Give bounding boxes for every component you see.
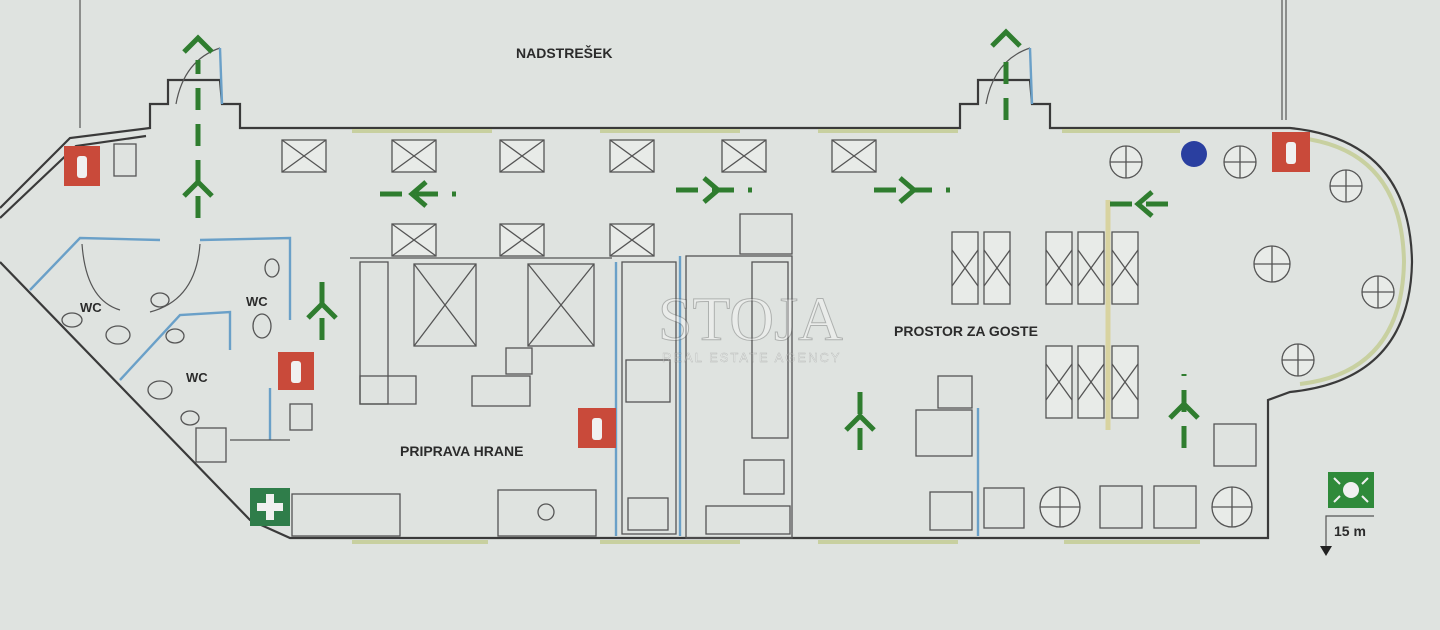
fire-extinguisher-icon xyxy=(64,146,100,186)
first-aid-icon xyxy=(250,488,290,526)
exit-route-arrows xyxy=(182,28,1200,450)
wc-label: WC xyxy=(186,370,208,385)
entrance-doors xyxy=(175,47,1034,105)
watermark-brand: STOJA xyxy=(658,286,843,354)
exit-arrow-icon xyxy=(990,28,1022,48)
assembly-direction-arrow xyxy=(1320,515,1374,556)
exit-arrow-icon xyxy=(182,178,214,198)
building-walls xyxy=(0,78,1414,544)
wc-label: WC xyxy=(246,294,268,309)
wc-block xyxy=(29,143,313,463)
wc-label: WC xyxy=(80,300,102,315)
food-prep-label: PRIPRAVA HRANE xyxy=(400,443,523,459)
exit-arrow-icon xyxy=(182,34,214,54)
assembly-distance-label: 15 m xyxy=(1334,523,1366,539)
kitchen-area xyxy=(291,213,793,539)
exit-arrow-icon xyxy=(408,180,428,208)
watermark-tagline: REAL ESTATE AGENCY xyxy=(662,350,842,365)
assembly-point-icon xyxy=(1328,472,1374,508)
exit-arrow-icon xyxy=(702,176,722,204)
fire-extinguisher-icon xyxy=(1272,132,1310,172)
fire-extinguisher-icon xyxy=(278,352,314,390)
exit-arrow-icon xyxy=(844,412,876,432)
guest-tables-right xyxy=(915,141,1395,536)
exit-arrow-icon xyxy=(898,176,918,204)
exit-arrow-icon xyxy=(1134,190,1154,218)
guest-area-label: PROSTOR ZA GOSTE xyxy=(894,323,1038,339)
fire-extinguisher-icon xyxy=(578,408,616,448)
watermark: STOJA REAL ESTATE AGENCY xyxy=(658,286,844,366)
exit-arrow-icon xyxy=(306,300,338,320)
canopy-outline xyxy=(79,0,1287,128)
canopy-label: NADSTREŠEK xyxy=(516,44,612,61)
exit-arrow-icon xyxy=(1168,400,1200,420)
guest-tables-top-row xyxy=(281,139,877,257)
